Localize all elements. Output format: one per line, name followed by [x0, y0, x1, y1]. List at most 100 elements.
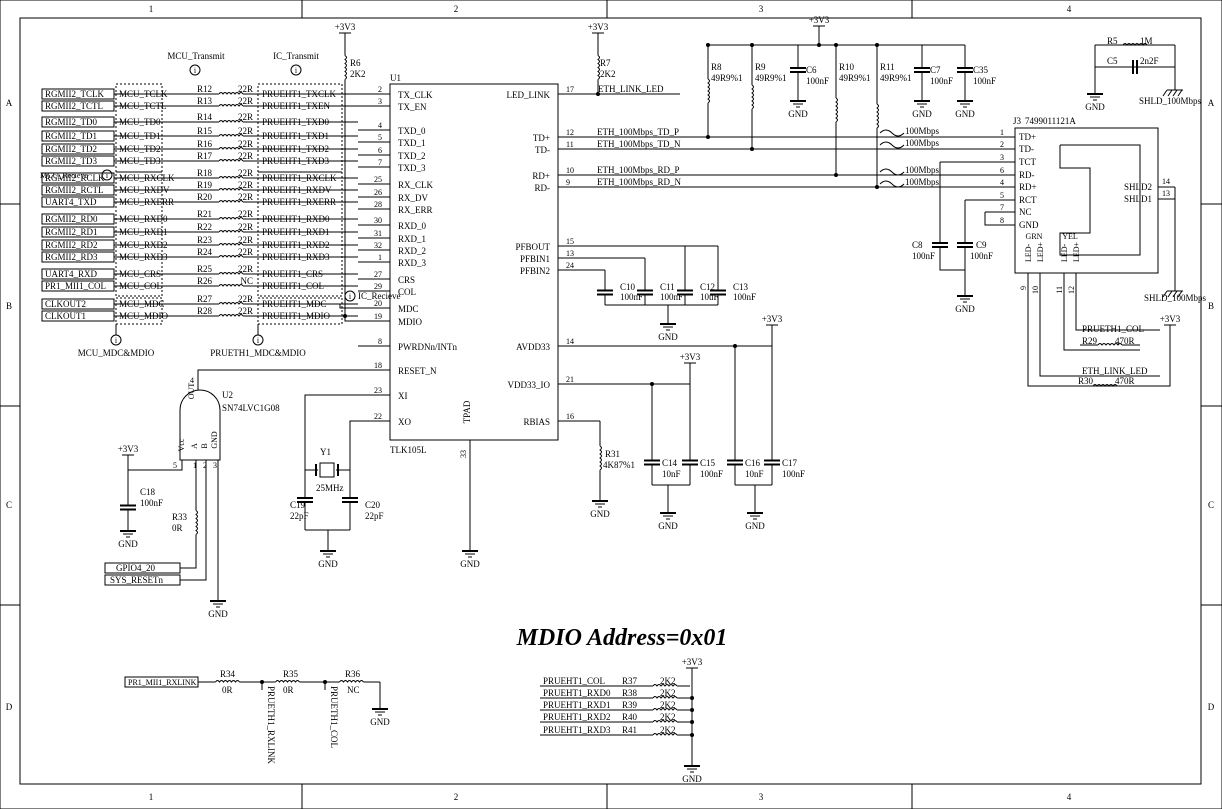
u1-pin-number: 29	[374, 282, 382, 291]
u1-pin-name: TXD_1	[398, 138, 426, 148]
gnd-symbol-label: GND	[460, 559, 480, 569]
u1-pin-name: AVDD33	[516, 342, 550, 352]
led-pin-name: LED+	[1036, 241, 1045, 262]
prueth-net-label: PRUEHT1_TXCLK	[262, 89, 337, 99]
r8-ref: R8	[711, 62, 722, 72]
resistor	[344, 55, 347, 80]
info-icon	[189, 64, 201, 76]
net-diff-label: ETH_100Mbps_RD_P	[597, 165, 680, 175]
wire	[180, 460, 207, 581]
net-rxlink: PR1_MII1_RXLINK	[128, 678, 197, 687]
r29-value: 470R	[1115, 336, 1135, 346]
resistor	[218, 217, 244, 220]
resistor-value: 22R	[238, 222, 253, 232]
r31-value: 4K87%1	[603, 460, 635, 470]
u1-pin-number: 19	[374, 312, 382, 321]
j3-pin-number: 2	[1000, 140, 1004, 149]
mcu-net-label: MCU_RXD1	[119, 227, 168, 237]
power-3v3-label: +3V3	[335, 22, 356, 32]
resistor-ref: R21	[197, 209, 212, 219]
wire	[939, 265, 966, 271]
mcu-net-label: MCU_TD2	[119, 144, 161, 154]
resistor	[218, 230, 244, 233]
r30-value: 470R	[1115, 376, 1135, 386]
prueth-net-label: PRUEHT1_RXD1	[262, 227, 330, 237]
junction	[706, 43, 710, 47]
port-label: RGMII2_TD3	[45, 156, 97, 166]
r30-ref: R30	[1078, 376, 1094, 386]
gnd-symbol-label: GND	[658, 521, 678, 531]
mcu-net-label: MCU_TCTL	[119, 101, 167, 111]
resistor	[1122, 43, 1148, 46]
wire	[1177, 89, 1183, 97]
c11-ref: C11	[660, 282, 675, 292]
u1-pin-name: TD+	[533, 133, 550, 143]
resistor	[218, 92, 244, 95]
port-label: RGMII2_RD3	[45, 252, 98, 262]
u1-pin-number: 17	[566, 85, 574, 94]
j3-pin-number: 4	[1000, 178, 1004, 187]
r7-value: 2K2	[600, 69, 616, 79]
resistor	[652, 684, 678, 687]
u1-pin-name: TXD_3	[398, 163, 426, 173]
j3-pin-number: 8	[1000, 216, 1004, 225]
u1-pin-name: RX_CLK	[398, 180, 434, 190]
j3-pin-name: RD+	[1019, 182, 1037, 192]
c9-ref: C9	[976, 240, 987, 250]
resistor-ref: R17	[197, 151, 213, 161]
port-label: UART4_TXD	[45, 197, 97, 207]
net-eth-link-led: ETH_LINK_LED	[598, 84, 664, 94]
u1-pin-number: 5	[378, 133, 382, 142]
junction	[875, 185, 879, 189]
junction	[834, 43, 838, 47]
port-label: RGMII2_TCTL	[45, 101, 103, 111]
resistor	[835, 97, 838, 123]
j3-pin-name: TD-	[1019, 144, 1034, 154]
pullup-value: 2K2	[660, 712, 676, 722]
prueth-net-label: PRUEHT1_CRS	[262, 269, 323, 279]
r6-ref: R6	[350, 58, 361, 68]
resistor	[652, 733, 678, 736]
port-label: CLKOUT1	[45, 311, 86, 321]
column-marker-top: 4	[1067, 4, 1072, 14]
group-ic-transmit: IC_Transmit	[273, 51, 319, 61]
u1-pin-number: 16	[566, 412, 574, 421]
pullup-net: PRUEHT1_RXD0	[543, 688, 611, 698]
info-icon-glyph: i	[295, 66, 298, 75]
resistor-value: 22R	[238, 235, 253, 245]
pullup-net: PRUEHT1_RXD1	[543, 700, 611, 710]
resistor	[339, 680, 364, 683]
column-marker-top: 3	[759, 4, 764, 14]
mcu-net-label: MCU_MDIO	[119, 311, 169, 321]
c35-value: 100nF	[973, 76, 996, 86]
u1-ref: U1	[390, 73, 401, 83]
prueth-net-label: PRUEHT1_TXEN	[262, 101, 330, 111]
c18-value: 100nF	[140, 498, 163, 508]
resistor-value: 22R	[238, 168, 253, 178]
pullup-net: PRUEHT1_COL	[543, 676, 605, 686]
led-pin-number: 11	[1055, 286, 1064, 294]
u1-pin-number: 33	[459, 450, 468, 458]
row-marker-left: B	[6, 301, 12, 311]
junction	[650, 382, 654, 386]
wire	[1177, 290, 1183, 298]
resistor-ref: R16	[197, 139, 213, 149]
wire	[1075, 282, 1160, 331]
u1-pin-number: 2	[378, 85, 382, 94]
net-prueth-col: PRUETH1_COL	[1082, 324, 1144, 334]
resistor-value: 22R	[238, 151, 253, 161]
resistor-ref: R14	[197, 112, 213, 122]
j3-pin-number: 1	[1000, 128, 1004, 137]
wire	[349, 420, 358, 470]
port-label: RGMII2_TD0	[45, 117, 97, 127]
port-label: RGMII2_RCLK	[45, 173, 105, 183]
u1-pin-number: 14	[566, 337, 574, 346]
c13-value: 100nF	[733, 292, 756, 302]
u2-pin-number: 3	[213, 461, 217, 470]
u1-pin-number: 4	[378, 121, 382, 130]
junction	[706, 135, 710, 139]
wire	[1059, 144, 1141, 256]
resistor-ref: R27	[197, 294, 213, 304]
info-icon-glyph: i	[349, 292, 352, 301]
resistor-value: 22R	[238, 264, 253, 274]
